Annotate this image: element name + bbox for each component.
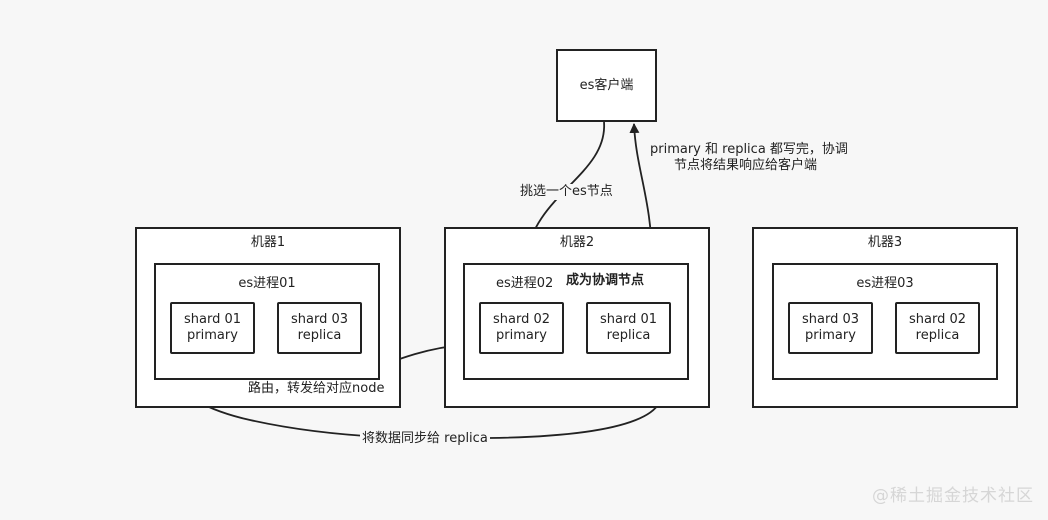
es-client-box: es客户端 [556,49,657,122]
machine-1-title: 机器1 [250,235,286,250]
response-label-line1: primary 和 replica 都写完，协调 [650,142,848,157]
sync-label: 将数据同步给 replica [360,431,490,447]
shard-role: primary [496,328,547,343]
machine-2-shard-replica: shard 01 replica [586,302,671,354]
shard-role: primary [187,328,238,343]
machine-2-title: 机器2 [559,235,595,250]
shard-name: shard 01 [183,312,242,327]
shard-name: shard 02 [908,312,967,327]
shard-role: replica [915,328,960,343]
route-label: 路由，转发给对应node [246,381,387,397]
shard-role: primary [805,328,856,343]
shard-name: shard 01 [599,312,658,327]
machine-1-shard-primary: shard 01 primary [170,302,255,354]
coordinator-label: 成为协调节点 [566,273,645,288]
watermark: @稀土掘金技术社区 [872,486,1034,506]
machine-3-title: 机器3 [867,235,903,250]
shard-role: replica [297,328,342,343]
shard-role: replica [606,328,651,343]
machine-1-shard-replica: shard 03 replica [277,302,362,354]
machine-3-shard-replica: shard 02 replica [895,302,980,354]
machine-2-process-label: es进程02 [496,276,554,291]
shard-name: shard 03 [290,312,349,327]
shard-name: shard 03 [801,312,860,327]
machine-3-shard-primary: shard 03 primary [788,302,873,354]
es-client-label: es客户端 [579,77,634,93]
machine-3-process-label: es进程03 [856,276,914,291]
machine-2-shard-primary: shard 02 primary [479,302,564,354]
select-node-label: 挑选一个es节点 [518,184,615,200]
machine-1-process-label: es进程01 [238,276,296,291]
shard-name: shard 02 [492,312,551,327]
response-label-line2: 节点将结果响应给客户端 [674,158,818,173]
